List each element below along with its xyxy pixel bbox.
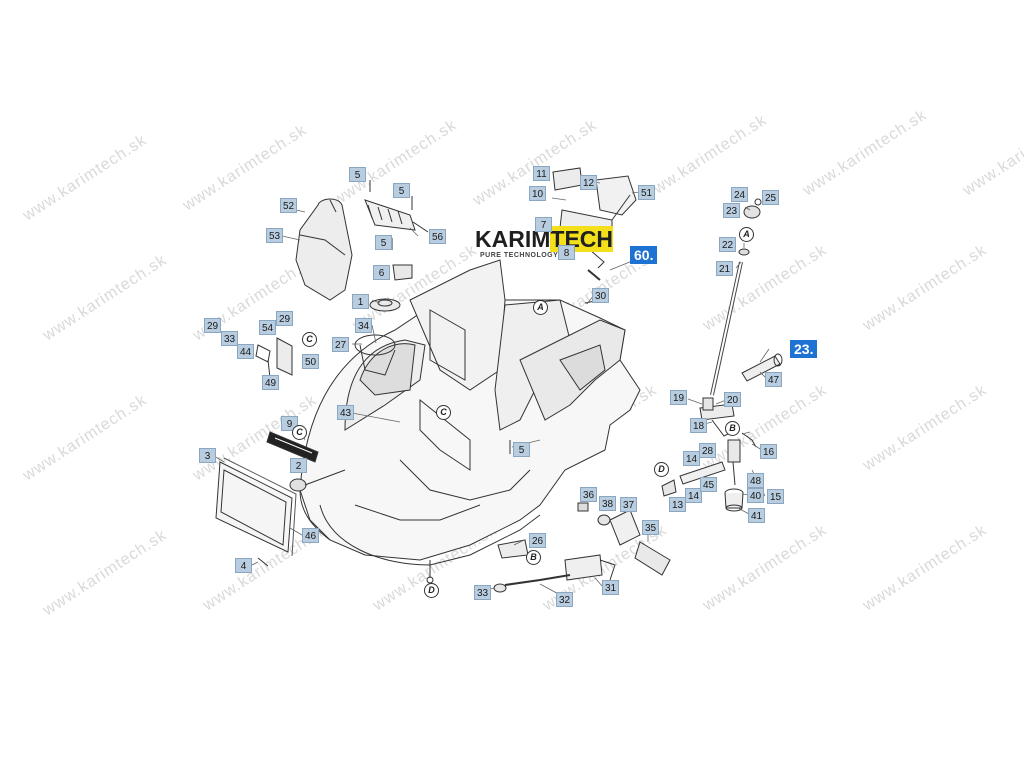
callout-49: 49 [262, 375, 279, 390]
ref-circle-d: D [424, 583, 439, 598]
callout-38: 38 [599, 496, 616, 511]
callout-28: 28 [699, 443, 716, 458]
callout-1: 1 [352, 294, 369, 309]
logo-tagline: PURE TECHNOLOGY [480, 252, 559, 259]
filter-shape [724, 488, 744, 512]
callout-56: 56 [429, 229, 446, 244]
ref-circle-b: B [725, 421, 740, 436]
callout-14: 14 [685, 488, 702, 503]
upper-bracket-shape [552, 167, 637, 281]
callout-29: 29 [276, 311, 293, 326]
ref-circle-c: C [302, 332, 317, 347]
callout-22: 22 [719, 237, 736, 252]
callout-44: 44 [237, 344, 254, 359]
callout-8: 8 [558, 245, 575, 260]
ref-circle-c: C [436, 405, 451, 420]
callout-5: 5 [349, 167, 366, 182]
callout-2: 2 [290, 458, 307, 473]
callout-50: 50 [302, 354, 319, 369]
callout-43: 43 [337, 405, 354, 420]
callout-37: 37 [620, 497, 637, 512]
callout-26: 26 [529, 533, 546, 548]
callout-15: 15 [767, 489, 784, 504]
tube-21-shape [710, 198, 762, 396]
connector-47-shape [741, 353, 783, 382]
callout-32: 32 [556, 592, 573, 607]
callout-10: 10 [529, 186, 546, 201]
section-tag-23[interactable]: 23. [790, 340, 818, 358]
callout-5: 5 [393, 183, 410, 198]
callout-54: 54 [259, 320, 276, 335]
section-tag-60[interactable]: 60. [630, 246, 658, 264]
ref-circle-b: B [526, 550, 541, 565]
bracket-56-shape [364, 199, 429, 233]
screws-shape [257, 180, 601, 567]
callout-41: 41 [748, 508, 765, 523]
callout-18: 18 [690, 418, 707, 433]
callout-46: 46 [302, 528, 319, 543]
callout-4: 4 [235, 558, 252, 573]
callout-51: 51 [638, 185, 655, 200]
callout-35: 35 [642, 520, 659, 535]
callout-29: 29 [204, 318, 221, 333]
callout-31: 31 [602, 580, 619, 595]
ref-circle-a: A [533, 300, 548, 315]
ref-circle-d: D [654, 462, 669, 477]
callout-11: 11 [533, 166, 550, 181]
ref-circle-c: C [292, 425, 307, 440]
tube-14-shape [661, 461, 726, 497]
callout-14: 14 [683, 451, 700, 466]
callout-30: 30 [592, 288, 609, 303]
lower-parts-shape [493, 502, 671, 593]
headlight-shape [215, 457, 297, 557]
callout-34: 34 [355, 318, 372, 333]
callout-3: 3 [199, 448, 216, 463]
callout-16: 16 [760, 444, 777, 459]
callout-5: 5 [513, 442, 530, 457]
label-9-shape [266, 431, 319, 463]
callout-21: 21 [716, 261, 733, 276]
callout-25: 25 [762, 190, 779, 205]
plate-29-shape [255, 337, 293, 379]
callout-7: 7 [535, 217, 552, 232]
callout-33: 33 [221, 331, 238, 346]
callout-47: 47 [765, 372, 782, 387]
callout-24: 24 [731, 187, 748, 202]
plug-2-shape [289, 469, 346, 492]
callout-53: 53 [266, 228, 283, 243]
callout-5: 5 [375, 235, 392, 250]
callout-40: 40 [747, 488, 764, 503]
main-body-shape [299, 259, 641, 584]
callout-27: 27 [332, 337, 349, 352]
callout-23: 23 [723, 203, 740, 218]
callout-20: 20 [724, 392, 741, 407]
callout-52: 52 [280, 198, 297, 213]
callout-48: 48 [747, 473, 764, 488]
callout-6: 6 [373, 265, 390, 280]
side-panel-shape [295, 198, 353, 301]
callout-19: 19 [670, 390, 687, 405]
ref-circle-a: A [739, 227, 754, 242]
callout-36: 36 [580, 487, 597, 502]
callout-45: 45 [700, 477, 717, 492]
callout-13: 13 [669, 497, 686, 512]
callout-12: 12 [580, 175, 597, 190]
callout-33: 33 [474, 585, 491, 600]
